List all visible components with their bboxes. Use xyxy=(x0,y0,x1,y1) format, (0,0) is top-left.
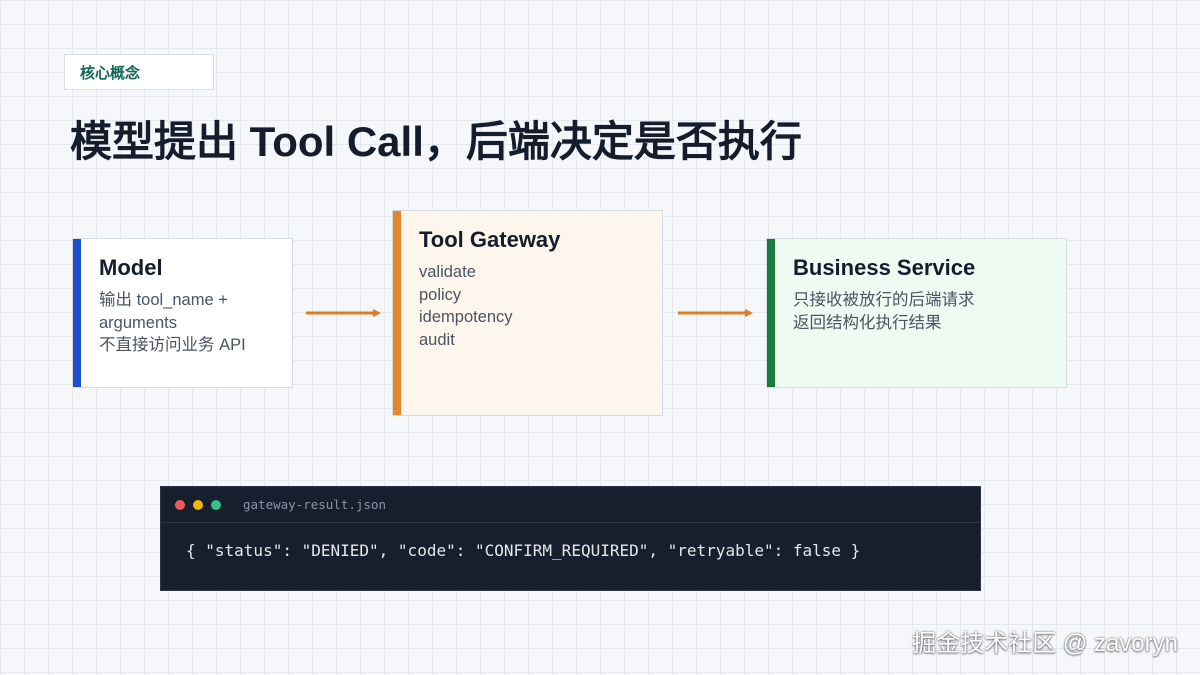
gateway-card-line: policy xyxy=(419,285,462,304)
business-card-line: 返回结构化执行结果 xyxy=(793,313,942,332)
code-content: { "status": "DENIED", "code": "CONFIRM_R… xyxy=(186,541,861,560)
model-card-line: 不直接访问业务 API xyxy=(99,336,246,354)
code-window: gateway-result.json { "status": "DENIED"… xyxy=(160,486,981,591)
watermark: 掘金技术社区 @ zavoryn xyxy=(912,630,1178,657)
section-tag: 核心概念 xyxy=(64,54,214,90)
gateway-card-line: validate xyxy=(419,263,476,281)
page-title: 模型提出 Tool Call，后端决定是否执行 xyxy=(70,118,802,165)
business-card-line: 只接收被放行的后端请求 xyxy=(793,291,975,309)
gateway-accent-bar xyxy=(393,211,401,415)
arrow-model-to-gateway xyxy=(306,309,381,317)
gateway-card-line: audit xyxy=(419,330,455,349)
business-card: Business Service 只接收被放行的后端请求 返回结构化执行结果 xyxy=(766,238,1067,388)
close-dot-icon xyxy=(175,499,185,510)
arrow-gateway-to-business xyxy=(678,309,753,317)
business-card-title: Business Service xyxy=(793,255,976,280)
model-card-title: Model xyxy=(99,255,163,280)
business-accent-bar xyxy=(767,239,775,387)
model-card-line: 输出 tool_name + xyxy=(99,291,228,309)
code-filename: gateway-result.json xyxy=(243,497,386,512)
gateway-card-title: Tool Gateway xyxy=(419,227,561,252)
code-window-header: gateway-result.json xyxy=(161,487,980,523)
model-accent-bar xyxy=(73,239,81,387)
model-card-line: arguments xyxy=(99,313,177,332)
maximize-dot-icon xyxy=(211,499,221,510)
minimize-dot-icon xyxy=(193,499,203,510)
gateway-card: Tool Gateway validate policy idempotency… xyxy=(392,210,663,416)
model-card: Model 输出 tool_name + arguments 不直接访问业务 A… xyxy=(72,238,293,388)
gateway-card-line: idempotency xyxy=(419,308,513,326)
